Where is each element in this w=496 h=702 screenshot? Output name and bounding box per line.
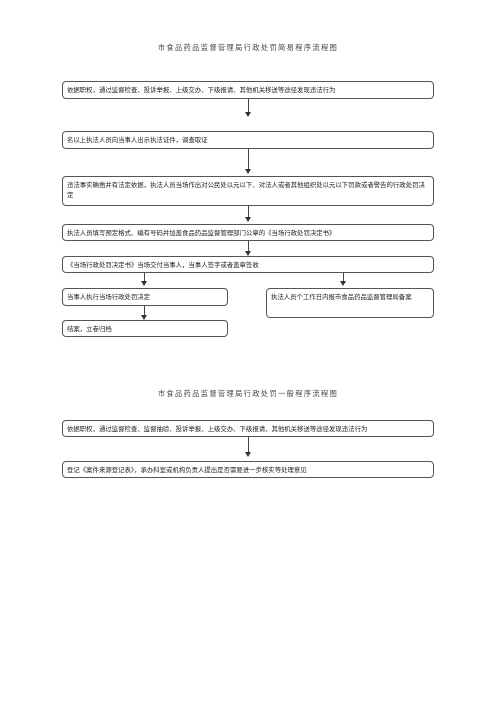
simple-procedure-title: 市食品药品监督管理局行政处罚简易程序流程图 xyxy=(157,43,339,52)
arrow-down xyxy=(141,315,147,320)
connector xyxy=(248,206,249,217)
arrow-down-left xyxy=(141,281,147,286)
connector-left xyxy=(144,273,145,281)
step-file-record: 执法人员个工作日内报市食品药品监督管理局备案 xyxy=(266,288,434,318)
arrow-down-right xyxy=(340,281,346,286)
connector xyxy=(248,149,249,169)
step-close-case: 结案，立卷归档 xyxy=(62,320,228,337)
arrow-down xyxy=(245,112,251,117)
arrow-down xyxy=(245,452,251,457)
connector xyxy=(144,306,145,315)
general-procedure-title: 市食品药品监督管理局行政处罚一般程序流程图 xyxy=(157,389,339,398)
step-discover-violation-general: 依据职权，通过监督检查、监督抽验、投诉举报、上级交办、下级报请、其他机关移送等途… xyxy=(62,420,434,437)
connector xyxy=(248,241,249,251)
step-register-case: 登记《案件来源登记表》，承办科室或机构负责人提出是否需要进一步核实等处理意见 xyxy=(62,461,434,478)
arrow-down xyxy=(245,217,251,222)
connector-right xyxy=(343,273,344,281)
arrow-down xyxy=(245,169,251,174)
step-on-site-decision: 违法事实确凿并有法定依据，执法人员当场作出对公民处以元以下、对法人或者其他组织处… xyxy=(62,176,434,206)
step-discover-violation: 依据职权，通过监督检查、投诉举报、上级交办、下级报请、其他机关移送等途径发现违法… xyxy=(62,81,434,99)
connector xyxy=(248,437,249,452)
connector xyxy=(248,99,249,112)
step-party-executes: 当事人执行当场行政处罚决定 xyxy=(62,288,228,306)
step-fill-decision-form: 执法人员填写预定格式、编有号码并加盖食品药品监督管理部门公章的《当场行政处罚决定… xyxy=(62,224,434,241)
arrow-down xyxy=(245,251,251,256)
step-show-credentials: 名以上执法人员向当事人出示执法证件，调查取证 xyxy=(62,131,434,149)
step-deliver-decision: 《当场行政处罚决定书》当场交付当事人，当事人签字或者盖章签收 xyxy=(62,256,434,273)
